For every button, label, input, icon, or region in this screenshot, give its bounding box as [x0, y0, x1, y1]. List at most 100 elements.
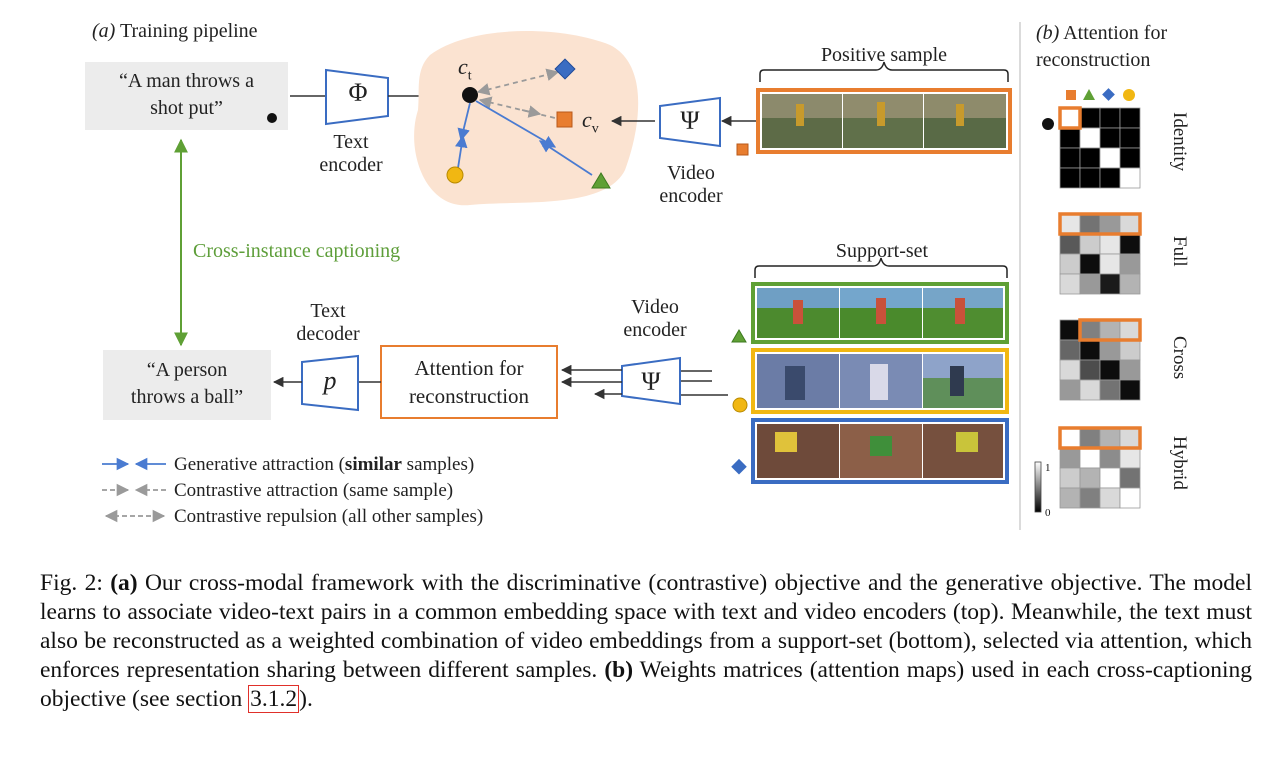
text-decoder-line1: Text: [310, 300, 346, 322]
cv-label: cv: [582, 108, 599, 140]
matrix-cell: [1079, 233, 1101, 255]
matrix-cell: [1059, 213, 1081, 235]
matrix-cell: [1099, 233, 1121, 255]
circle-yellow-icon: [446, 166, 464, 184]
matrix-cell: [1079, 127, 1101, 149]
matrix-cell: [1119, 147, 1141, 169]
matrix-cell: [1099, 273, 1121, 295]
matrix-header-diamond-icon: [1102, 88, 1115, 101]
matrix-cell: [1059, 427, 1081, 449]
attention-box: [380, 345, 558, 419]
matrix-header-triangle-icon: [1083, 89, 1095, 100]
caption-end: ).: [299, 686, 313, 712]
matrix-cell: [1119, 167, 1141, 189]
matrix-header-circle-icon: [1123, 89, 1135, 101]
panel-a-title-text: Training pipeline: [119, 20, 258, 42]
section-link[interactable]: 3.1.2: [248, 685, 300, 713]
matrix-cell: [1079, 253, 1101, 275]
positive-sample-frame: [756, 88, 1012, 154]
video-encoder-shape: [659, 96, 721, 148]
legend-generative-bold: similar: [344, 454, 402, 475]
cv-sub: v: [591, 121, 599, 137]
matrix-cell: [1099, 107, 1121, 129]
matrix-cell: [1119, 467, 1141, 489]
video-encoder-2-line1: Video: [631, 296, 679, 318]
matrix-cell: [1099, 427, 1121, 449]
output-text-line2: throws a ball”: [130, 386, 244, 408]
output-text-line1: “A person: [146, 359, 228, 381]
matrix-cell: [1059, 107, 1081, 129]
matrix-cell: [1059, 467, 1081, 489]
matrix-cell: [1099, 447, 1121, 469]
panel-b-title: (b) Attention for reconstruction: [1036, 20, 1167, 74]
ct-symbol: c: [458, 54, 468, 79]
triangle-green-icon: [591, 172, 611, 189]
video-encoder-line2: encoder: [659, 185, 723, 207]
legend-generative-post: samples): [401, 454, 475, 475]
matrix-cell: [1079, 213, 1101, 235]
legend-contrastive-repulsion: Contrastive repulsion (all other samples…: [174, 506, 484, 527]
query-text-box: “A man throws a shot put”: [85, 62, 288, 130]
text-decoder-line2: decoder: [296, 323, 360, 345]
matrix-cell: [1119, 427, 1141, 449]
ct-sub: t: [467, 68, 472, 84]
caption-b-label: (b): [604, 657, 634, 683]
embedding-space-blob: [414, 31, 639, 206]
matrix-cell: [1099, 319, 1121, 341]
video-encoder-2-line2: encoder: [623, 319, 687, 341]
panel-a-prefix: (a): [92, 20, 116, 42]
matrix-cell: [1099, 253, 1121, 275]
matrix-cell: [1059, 127, 1081, 149]
text-encoder-line1: Text: [333, 131, 369, 153]
matrix-highlight: [1058, 106, 1082, 130]
matrix-cell: [1079, 107, 1101, 129]
panel-b-title-line1: Attention for: [1063, 22, 1168, 44]
attention-line2: reconstruction: [408, 384, 530, 408]
caption-fig: Fig. 2:: [40, 570, 103, 596]
matrix-cell: [1099, 359, 1121, 381]
support-frame-blue: [751, 418, 1009, 484]
matrix-cell: [1099, 467, 1121, 489]
matrix-highlight: [1078, 318, 1142, 342]
attraction-line: [478, 96, 556, 119]
matrix-cell: [1119, 213, 1141, 235]
attention-line1: Attention for: [414, 356, 524, 380]
decoder-p-symbol: p: [323, 366, 337, 395]
matrix-full: [1058, 212, 1142, 295]
psi-symbol: Ψ: [680, 106, 700, 135]
panel-b-prefix: (b): [1036, 22, 1060, 44]
matrix-cell: [1059, 447, 1081, 469]
ct-dot-icon: [462, 87, 478, 103]
matrix-cell: [1099, 487, 1121, 509]
support-set-brace: [754, 257, 1008, 278]
matrix-cell: [1079, 379, 1101, 401]
matrix-cell: [1079, 447, 1101, 469]
text-encoder-line2: encoder: [319, 154, 383, 176]
positive-sample-label: Positive sample: [820, 44, 948, 66]
ct-label: ct: [458, 55, 472, 87]
text-decoder-shape: [301, 354, 359, 412]
phi-symbol: Φ: [348, 78, 368, 107]
repulsion-line: [476, 68, 560, 96]
matrix-label-hybrid: Hybrid: [1169, 436, 1190, 490]
matrix-cell: [1119, 273, 1141, 295]
colorbar-min: 0: [1045, 507, 1051, 519]
matrix-header-square-icon: [1066, 90, 1076, 100]
cross-instance-label: Cross-instance captioning: [193, 240, 401, 262]
output-text-box: “A person throws a ball”: [103, 350, 271, 420]
matrix-cell: [1099, 127, 1121, 149]
legend-contrastive-attraction: Contrastive attraction (same sample): [174, 480, 454, 501]
matrix-cell: [1099, 147, 1121, 169]
matrix-cell: [1099, 213, 1121, 235]
attention-matrices: 1 0: [1034, 88, 1142, 519]
matrix-cell: [1079, 427, 1101, 449]
matrix-cell: [1079, 273, 1101, 295]
matrix-hybrid: [1058, 426, 1142, 509]
matrix-highlight: [1058, 426, 1142, 450]
matrix-cell: [1059, 167, 1081, 189]
diamond-icon: [554, 58, 576, 80]
video-encoder-2-shape: [621, 356, 681, 406]
query-text-line1: “A man throws a: [119, 70, 254, 92]
legend-generative: Generative attraction (similar samples): [174, 453, 474, 476]
matrix-cell: [1079, 319, 1101, 341]
